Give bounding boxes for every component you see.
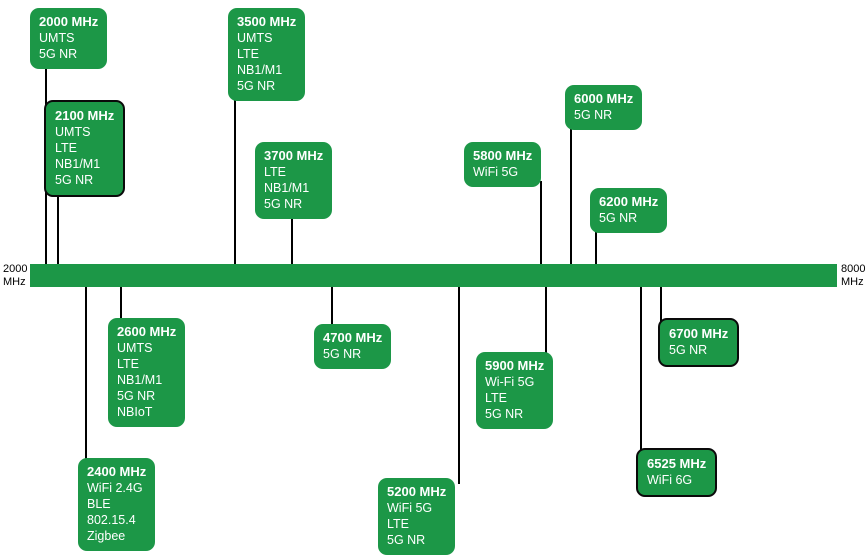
band-box-3500mhz: 3500 MHz UMTS LTE NB1/M1 5G NR: [228, 8, 306, 101]
band-tech: NB1/M1: [264, 181, 310, 195]
band-tech: 5G NR: [117, 389, 156, 403]
band-tech: 5G NR: [323, 347, 362, 361]
band-tech: 5G NR: [264, 197, 303, 211]
band-tech: 5G NR: [599, 211, 638, 225]
band-tech: WiFi 2.4G: [87, 481, 143, 495]
connector-6200mhz: [595, 227, 597, 270]
connector-3500mhz: [234, 95, 236, 270]
band-tech: 5G NR: [387, 533, 426, 547]
connector-5900mhz: [545, 282, 547, 358]
band-tech: 5G NR: [574, 108, 613, 122]
band-tech: LTE: [237, 47, 259, 61]
band-tech: UMTS: [237, 31, 273, 45]
band-tech: NB1/M1: [237, 63, 283, 77]
band-title: 6200 MHz: [599, 194, 659, 209]
band-tech-list: WiFi 5G: [473, 164, 532, 180]
axis-end-value: 8000: [841, 263, 866, 275]
band-box-6525mhz: 6525 MHz WiFi 6G: [636, 448, 718, 497]
band-title: 2100 MHz: [55, 108, 115, 123]
band-tech-list: 5G NR: [669, 342, 728, 358]
band-tech: 5G NR: [39, 47, 78, 61]
band-tech-list: Wi-Fi 5G LTE 5G NR: [485, 374, 544, 422]
band-title: 6525 MHz: [647, 456, 707, 471]
band-tech: LTE: [117, 357, 139, 371]
band-tech-list: UMTS 5G NR: [39, 30, 98, 62]
band-box-6700mhz: 6700 MHz 5G NR: [658, 318, 740, 367]
band-tech: NB1/M1: [117, 373, 163, 387]
band-tech: WiFi 5G: [387, 501, 433, 515]
band-title: 6700 MHz: [669, 326, 729, 341]
band-box-5900mhz: 5900 MHz Wi-Fi 5G LTE 5G NR: [476, 352, 554, 429]
connector-6525mhz: [640, 282, 642, 454]
band-tech: 5G NR: [669, 343, 708, 357]
band-tech: NB1/M1: [55, 157, 101, 171]
connector-6000mhz: [570, 124, 572, 270]
band-title: 3500 MHz: [237, 14, 297, 29]
band-box-3700mhz: 3700 MHz LTE NB1/M1 5G NR: [255, 142, 333, 219]
connector-3700mhz: [291, 213, 293, 270]
band-title: 2000 MHz: [39, 14, 99, 29]
band-tech: 5G NR: [55, 173, 94, 187]
band-tech: UMTS: [55, 125, 91, 139]
band-box-6200mhz: 6200 MHz 5G NR: [590, 188, 668, 233]
band-tech-list: UMTS LTE NB1/M1 5G NR: [55, 124, 114, 188]
band-tech-list: 5G NR: [323, 346, 382, 362]
axis-end-label: 8000 MHz: [841, 263, 865, 288]
axis-end-unit: MHz: [841, 275, 864, 288]
band-tech-list: UMTS LTE NB1/M1 5G NR NBIoT: [117, 340, 176, 420]
connector-2100mhz: [57, 187, 59, 270]
band-tech: Wi-Fi 5G: [485, 375, 535, 389]
band-title: 5200 MHz: [387, 484, 447, 499]
band-tech: BLE: [87, 497, 111, 511]
band-tech-list: UMTS LTE NB1/M1 5G NR: [237, 30, 296, 94]
band-tech: WiFi 5G: [473, 165, 519, 179]
axis-start-unit: MHz: [3, 275, 26, 288]
band-tech: UMTS: [39, 31, 75, 45]
connector-5800mhz: [540, 181, 542, 270]
band-tech: UMTS: [117, 341, 153, 355]
band-tech: Zigbee: [87, 529, 126, 543]
band-box-6000mhz: 6000 MHz 5G NR: [565, 85, 643, 130]
band-title: 5900 MHz: [485, 358, 545, 373]
band-tech: LTE: [387, 517, 409, 531]
band-title: 2600 MHz: [117, 324, 177, 339]
band-box-5800mhz: 5800 MHz WiFi 5G: [464, 142, 542, 187]
axis-start-label: 2000 MHz: [3, 263, 27, 288]
connector-2600mhz: [120, 282, 122, 324]
band-title: 2400 MHz: [87, 464, 147, 479]
band-tech: LTE: [55, 141, 77, 155]
band-box-2100mhz: 2100 MHz UMTS LTE NB1/M1 5G NR: [44, 100, 126, 197]
band-tech: LTE: [485, 391, 507, 405]
band-box-5200mhz: 5200 MHz WiFi 5G LTE 5G NR: [378, 478, 456, 555]
band-tech-list: WiFi 5G LTE 5G NR: [387, 500, 446, 548]
band-title: 3700 MHz: [264, 148, 324, 163]
band-tech: NBIoT: [117, 405, 153, 419]
band-tech-list: WiFi 6G: [647, 472, 706, 488]
connector-4700mhz: [331, 282, 333, 330]
band-tech: LTE: [264, 165, 286, 179]
band-title: 6000 MHz: [574, 91, 634, 106]
band-tech-list: 5G NR: [599, 210, 658, 226]
band-box-2600mhz: 2600 MHz UMTS LTE NB1/M1 5G NR NBIoT: [108, 318, 186, 427]
connector-5200mhz: [458, 282, 460, 484]
connector-6700mhz: [660, 282, 662, 324]
connector-2400mhz: [85, 282, 87, 464]
axis-start-value: 2000: [3, 263, 28, 275]
band-tech: 5G NR: [485, 407, 524, 421]
band-tech: WiFi 6G: [647, 473, 693, 487]
band-tech: 5G NR: [237, 79, 276, 93]
frequency-bar: [30, 264, 837, 287]
band-tech-list: LTE NB1/M1 5G NR: [264, 164, 323, 212]
band-box-2000mhz: 2000 MHz UMTS 5G NR: [30, 8, 108, 69]
band-tech-list: 5G NR: [574, 107, 633, 123]
band-title: 5800 MHz: [473, 148, 533, 163]
band-box-4700mhz: 4700 MHz 5G NR: [314, 324, 392, 369]
band-tech: 802.15.4: [87, 513, 136, 527]
band-title: 4700 MHz: [323, 330, 383, 345]
